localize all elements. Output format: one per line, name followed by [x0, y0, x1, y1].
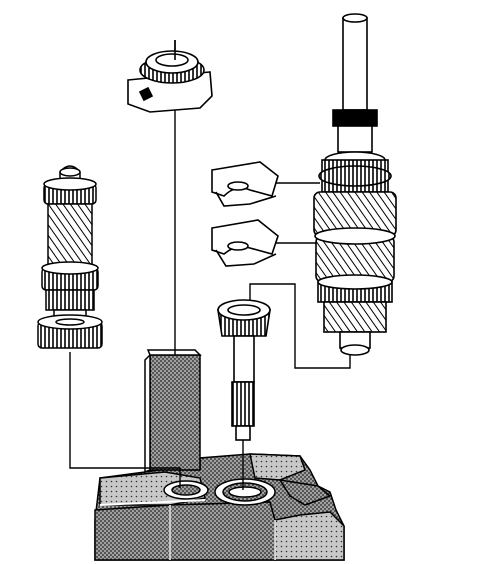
- shift-fork-lower: [211, 219, 279, 267]
- bearing-retainer: [127, 40, 213, 113]
- leader-lines: [69, 40, 351, 490]
- input-shaft: [37, 165, 103, 349]
- shift-fork-upper: [211, 161, 279, 207]
- transmission-case: [94, 349, 345, 561]
- output-shaft-assembly: [313, 13, 397, 356]
- bearing-cup: [217, 299, 271, 441]
